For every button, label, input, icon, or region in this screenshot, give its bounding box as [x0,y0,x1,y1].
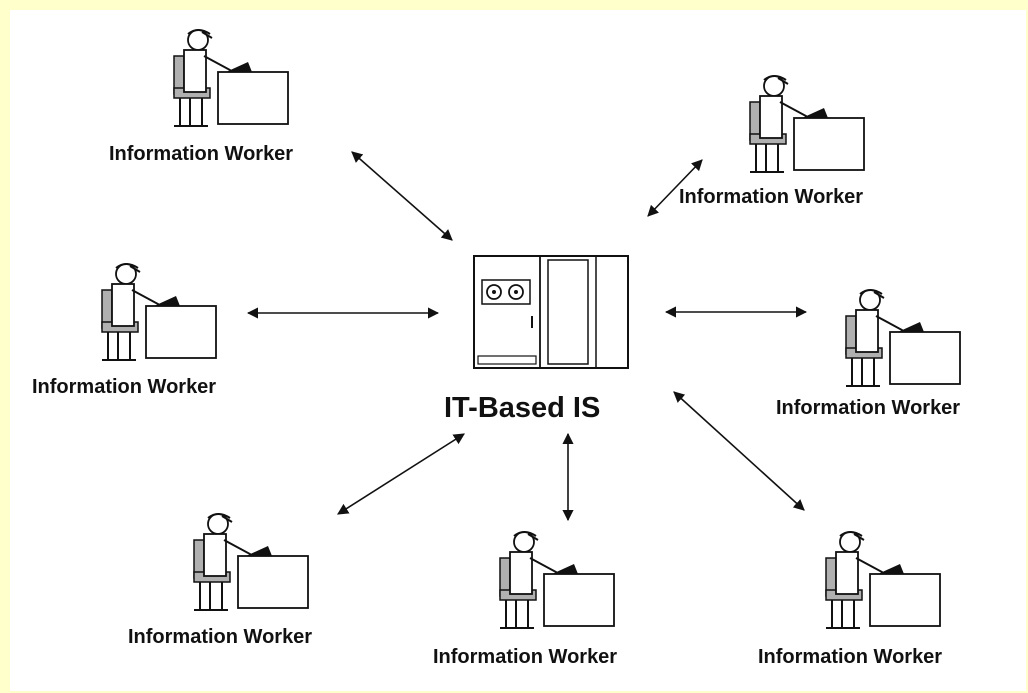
worker-label: Information Worker [679,186,863,208]
worker-bottom-left: Information Worker [128,513,312,648]
worker-right: Information Worker [776,289,961,419]
worker-at-computer-icon [845,289,961,387]
worker-at-computer-icon [749,75,865,173]
worker-label: Information Worker [109,143,293,165]
connection-arrows [246,151,808,522]
worker-top-right: Information Worker [679,75,865,208]
worker-left: Information Worker [32,263,217,398]
network-diagram: IT-Based IS Information Worker Informati… [32,29,961,668]
worker-label: Information Worker [433,646,617,668]
worker-at-computer-icon [499,531,615,629]
worker-at-computer-icon [173,29,289,127]
arrow-bottom-left [337,433,465,515]
worker-top-left: Information Worker [109,29,293,165]
worker-bottom-right: Information Worker [758,531,942,668]
arrow-top-right [647,159,703,217]
mainframe-computer-icon [473,255,629,369]
worker-at-computer-icon [825,531,941,629]
worker-label: Information Worker [758,646,942,668]
worker-at-computer-icon [101,263,217,361]
worker-at-computer-icon [193,513,309,611]
worker-label: Information Worker [32,376,216,398]
arrow-top-left [351,151,453,241]
center-label: IT-Based IS [444,392,600,424]
worker-label: Information Worker [776,397,960,419]
diagram-panel: IT-Based IS Information Worker Informati… [10,10,1026,691]
arrow-bottom-right [673,391,805,511]
worker-label: Information Worker [128,626,312,648]
worker-bottom-center: Information Worker [433,531,617,668]
